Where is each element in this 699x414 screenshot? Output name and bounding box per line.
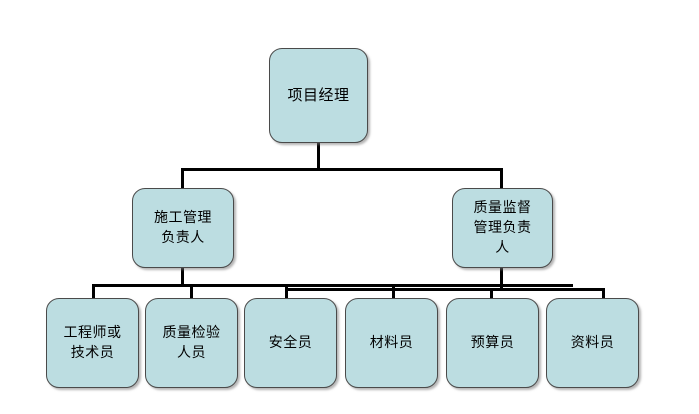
connector-to-leaf-6	[602, 288, 605, 300]
node-label: 安全员	[268, 334, 313, 351]
node-construction-management-lead[interactable]: 施工管理 负责人	[132, 188, 234, 268]
node-label: 工程师或 技术员	[63, 324, 122, 361]
connector-root-to-mid-right	[500, 168, 503, 190]
connector-to-leaf-4	[392, 284, 395, 300]
connector-to-leaf-3	[285, 284, 288, 300]
node-materials-officer[interactable]: 材料员	[345, 298, 438, 388]
connector-mid-right-horizontal	[285, 288, 605, 291]
node-safety-officer[interactable]: 安全员	[244, 298, 337, 388]
connector-root-to-mid-left	[181, 168, 184, 190]
node-quality-inspection-staff[interactable]: 质量检验 人员	[145, 298, 238, 388]
node-documentation-officer[interactable]: 资料员	[546, 298, 639, 388]
node-quality-supervision-lead[interactable]: 质量监督 管理负责 人	[452, 188, 553, 268]
node-label: 质量监督 管理负责 人	[473, 199, 532, 257]
connector-root-stem	[317, 143, 320, 170]
node-label: 资料员	[570, 334, 615, 351]
connector-to-leaf-2	[190, 284, 193, 300]
node-engineer-or-technician[interactable]: 工程师或 技术员	[46, 298, 139, 388]
node-label: 材料员	[369, 334, 414, 351]
node-project-manager[interactable]: 项目经理	[269, 48, 368, 143]
connector-mid-left-stem	[181, 268, 184, 287]
node-label: 质量检验 人员	[162, 324, 221, 361]
node-budget-officer[interactable]: 预算员	[446, 298, 539, 388]
connector-root-horizontal	[181, 168, 503, 171]
connector-to-leaf-5	[490, 288, 493, 300]
connector-mid-right-stem	[500, 268, 503, 290]
connector-to-leaf-1	[92, 284, 95, 300]
node-label: 预算员	[470, 334, 515, 351]
node-label: 项目经理	[287, 85, 350, 104]
node-label: 施工管理 负责人	[154, 209, 212, 246]
connector-mid-left-horizontal	[92, 284, 573, 287]
